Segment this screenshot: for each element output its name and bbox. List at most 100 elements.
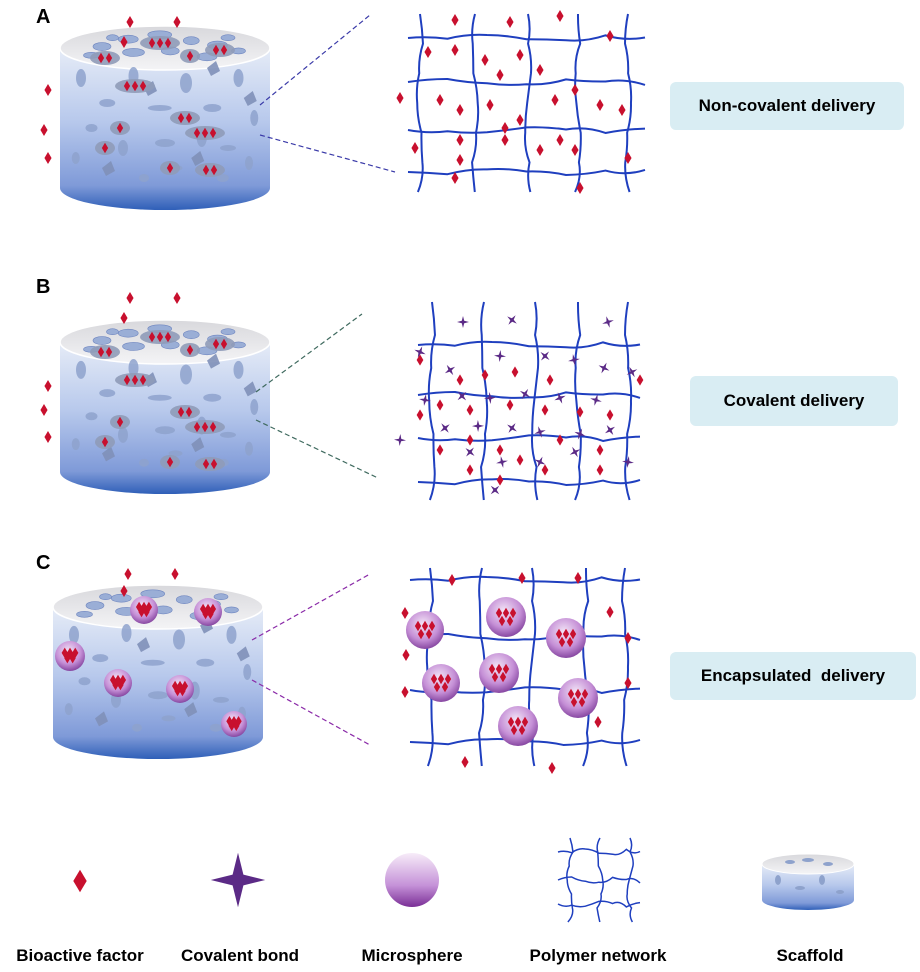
polymer-chain (530, 301, 540, 501)
bioactive-factor-icon (571, 144, 579, 156)
pore (140, 659, 165, 666)
bioactive-factor-icon (174, 685, 181, 697)
bioactive-factor-icon (101, 142, 109, 154)
pore (92, 42, 112, 51)
covalent-bond-icon (507, 423, 517, 433)
bioactive-factor-icon (624, 677, 632, 689)
bioactive-factor-icon (506, 615, 514, 627)
bioactive-factor-icon (64, 652, 71, 664)
pore (76, 611, 93, 618)
polymer-network (401, 567, 641, 774)
bioactive-factor-icon (430, 673, 438, 685)
polymer-chain (624, 13, 633, 193)
bioactive-factor-icon (569, 628, 577, 640)
zoom-line (255, 419, 379, 479)
bioactive-factor-icon (436, 94, 444, 106)
pore (85, 601, 105, 610)
bioactive-factor-icon (120, 312, 128, 324)
bioactive-factor-icon (411, 142, 419, 154)
pore (92, 654, 109, 663)
bioactive-factor-icon (501, 134, 509, 146)
covalent-bond-icon (598, 362, 610, 374)
bioactive-factor-icon (571, 84, 579, 96)
bioactive-factor-icon (466, 434, 474, 446)
pore (99, 593, 112, 601)
bioactive-factor-icon (541, 404, 549, 416)
pore (195, 163, 225, 177)
bioactive-factor-icon (461, 756, 469, 768)
bioactive-factor-icon (112, 679, 119, 691)
scaffold-body (762, 864, 854, 910)
bioactive-factor-icon (44, 431, 52, 443)
pore (175, 595, 193, 604)
bioactive-factor-icon (606, 30, 614, 42)
scaffold-fragment (207, 61, 220, 76)
bioactive-factor-icon (556, 10, 564, 22)
covalent-bond-icon (622, 456, 634, 468)
scaffold-cylinder (52, 568, 264, 759)
polymer-chain (407, 78, 646, 86)
polymer-network (396, 10, 646, 194)
pore (205, 43, 235, 57)
bioactive-factor-icon (518, 724, 526, 736)
pore (161, 715, 176, 722)
pore (106, 328, 119, 336)
bioactive-factor-icon (185, 112, 193, 124)
legend-label-scaffold: Scaffold (776, 946, 844, 965)
pore (71, 438, 80, 451)
bioactive-factor-icon (101, 436, 109, 448)
pore (203, 393, 222, 402)
bioactive-factor-icon (164, 37, 172, 49)
bioactive-factor-icon (139, 80, 147, 92)
bioactive-factor-icon (120, 36, 128, 48)
bioactive-factor-icon (117, 679, 124, 691)
polymer-chain (557, 876, 641, 884)
bioactive-factor-icon (105, 346, 113, 358)
covalent-bond-icon (457, 391, 467, 401)
covalent-bond-icon (472, 420, 484, 432)
pore (85, 124, 98, 132)
bioactive-factor-icon (624, 632, 632, 644)
bioactive-factor-icon (97, 52, 105, 64)
label-text: Encapsulated delivery (700, 666, 886, 685)
bioactive-factor-icon (581, 688, 589, 700)
bioactive-factor-icon (596, 99, 604, 111)
pore (220, 431, 236, 438)
bioactive-factor-icon (416, 354, 424, 366)
pore (785, 860, 795, 864)
bioactive-factor-icon (207, 608, 214, 620)
bioactive-factor-icon (521, 716, 529, 728)
pore (802, 858, 814, 862)
pore (220, 145, 236, 151)
zoom-line (259, 134, 396, 173)
bioactive-factor-icon (44, 84, 52, 96)
bioactive-factor-icon (436, 444, 444, 456)
bioactive-factor-icon (507, 716, 515, 728)
bioactive-factor-icon (488, 663, 496, 675)
polymer-chain (425, 567, 434, 767)
covalent-bond-icon (605, 425, 615, 435)
bioactive-factor-icon (40, 404, 48, 416)
covalent-bond-icon (507, 315, 517, 325)
pore (205, 337, 235, 351)
scaffold-fragment (137, 637, 150, 653)
polymer-chain (407, 167, 646, 176)
bioactive-factor-icon (201, 127, 209, 139)
scaffold-fragment (236, 646, 250, 662)
bioactive-factor-icon (509, 607, 517, 619)
bioactive-factor-icon (116, 122, 124, 134)
covalent-bond-icon (568, 354, 580, 366)
polymer-chain (417, 477, 641, 486)
bioactive-factor-icon (518, 572, 526, 584)
bioactive-factor-icon (606, 606, 614, 618)
pore (226, 625, 237, 644)
covalent-bond-icon (590, 394, 602, 406)
polymer-network (394, 301, 644, 501)
bioactive-factor-icon (502, 607, 510, 619)
bioactive-factor-icon (124, 568, 132, 580)
pore (195, 457, 225, 471)
bioactive-factor-icon (185, 406, 193, 418)
polymer-chain (480, 301, 489, 501)
pore (90, 345, 120, 359)
